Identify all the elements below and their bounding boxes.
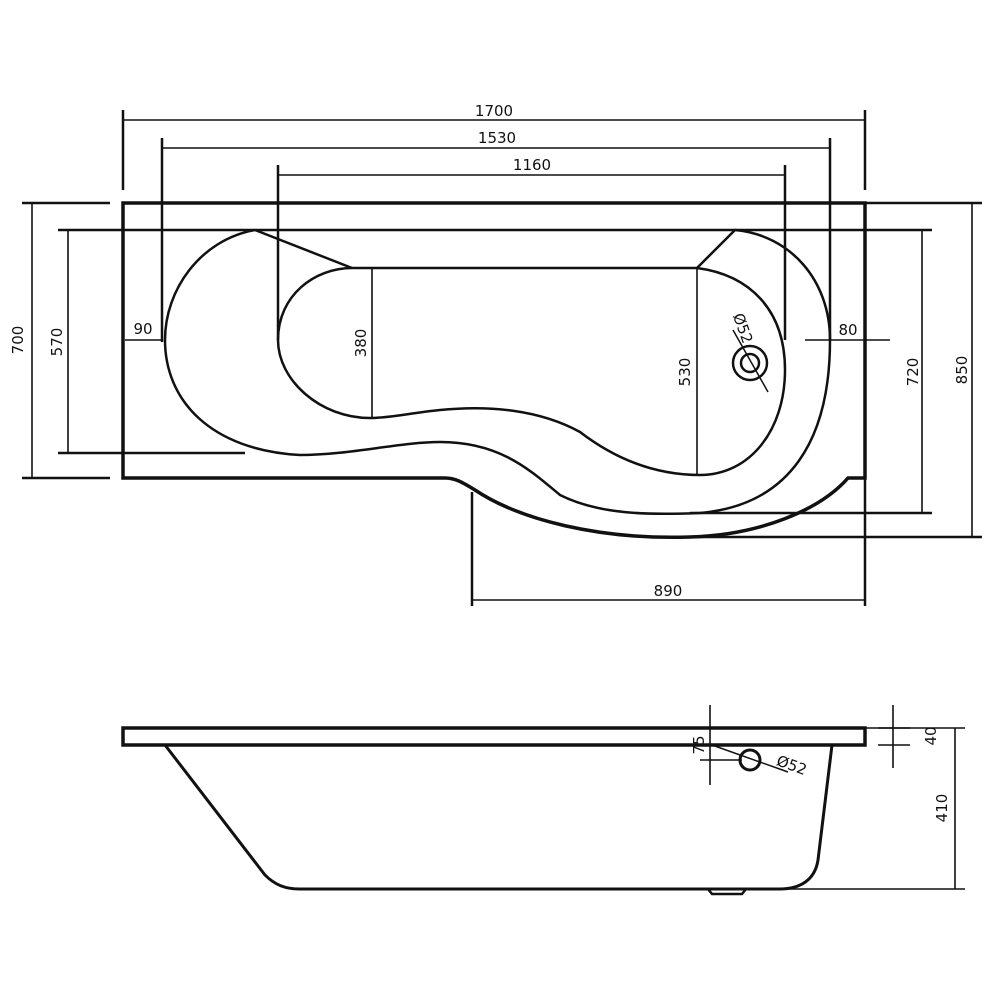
dim-75: 75 xyxy=(690,735,708,754)
dim-overflow-side: Ø52 xyxy=(774,752,809,779)
dim-overflow-top: Ø52 xyxy=(729,311,756,346)
dim-720: 720 xyxy=(904,358,922,387)
dim-570: 570 xyxy=(48,328,66,357)
overflow-side xyxy=(738,748,762,772)
dim-700: 700 xyxy=(9,326,27,355)
shell-outline xyxy=(163,228,832,516)
dim-40: 40 xyxy=(922,726,940,745)
dim-1160: 1160 xyxy=(513,156,551,174)
dim-80: 80 xyxy=(838,321,857,339)
top-view xyxy=(58,201,932,540)
dim-380: 380 xyxy=(352,329,370,358)
dim-890: 890 xyxy=(654,582,683,600)
overflow-inner xyxy=(739,352,761,374)
dim-530: 530 xyxy=(676,358,694,387)
rim-profile xyxy=(121,726,867,747)
bath-profile xyxy=(163,744,834,891)
waste-outlet xyxy=(707,888,747,896)
overflow-outer xyxy=(731,344,769,382)
overflow-leader xyxy=(732,329,769,393)
side-view xyxy=(121,726,867,896)
overflow-side-leader xyxy=(711,744,789,773)
dim-410: 410 xyxy=(933,794,951,823)
dim-1530: 1530 xyxy=(478,129,516,147)
dim-850: 850 xyxy=(953,356,971,385)
dimension-lines xyxy=(22,110,982,890)
bowl-outline xyxy=(276,266,787,477)
dim-90: 90 xyxy=(133,320,152,338)
outer-outline xyxy=(121,201,867,540)
dimension-labels: 1700 1530 1160 700 570 90 380 530 Ø52 80… xyxy=(9,102,971,822)
dim-1700: 1700 xyxy=(475,102,513,120)
